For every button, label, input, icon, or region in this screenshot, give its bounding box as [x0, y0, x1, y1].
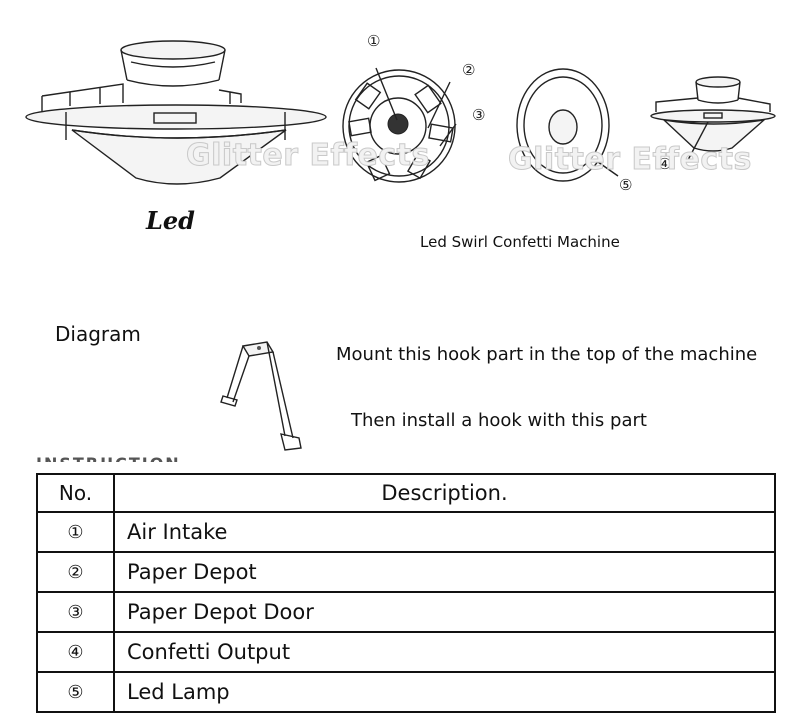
part-description: Air Intake	[113, 511, 776, 553]
table-row: ② Paper Depot	[36, 551, 776, 593]
instruction-heading-text: INSTRUCTION	[36, 454, 221, 462]
hook-part-drawing	[220, 341, 302, 451]
part-description: Confetti Output	[113, 631, 776, 673]
callout-4: ④	[658, 155, 671, 173]
part-description: Paper Depot Door	[113, 591, 776, 633]
led-label: Led	[146, 206, 195, 235]
part-number: ③	[36, 591, 115, 633]
part-description: Paper Depot	[113, 551, 776, 593]
watermark-text: Glitter Effects	[508, 142, 752, 177]
table-row: ⑤ Led Lamp	[36, 671, 776, 713]
instruction-heading-cropped: INSTRUCTION	[36, 446, 221, 462]
hook-instruction-1: Mount this hook part in the top of the m…	[336, 344, 758, 365]
product-image-strip: ① ② ③ ⑤ ④ Glitter Effects Glitter Effect…	[0, 0, 800, 270]
column-header-no: No.	[36, 473, 115, 513]
machine-top-view-drawing: ① ② ③	[342, 32, 485, 183]
callout-5: ⑤	[619, 176, 632, 194]
callout-2: ②	[462, 61, 475, 79]
part-description: Led Lamp	[113, 671, 776, 713]
machine-small-side-drawing: ④	[650, 76, 776, 173]
watermark-text: Glitter Effects	[186, 138, 430, 173]
part-number: ④	[36, 631, 115, 673]
column-header-description: Description.	[113, 473, 776, 513]
part-number: ①	[36, 511, 115, 553]
part-number: ②	[36, 551, 115, 593]
table-row: ① Air Intake	[36, 511, 776, 553]
table-row: ③ Paper Depot Door	[36, 591, 776, 633]
hook-instruction-2: Then install a hook with this part	[351, 410, 647, 431]
part-number: ⑤	[36, 671, 115, 713]
table-header-row: No. Description.	[36, 473, 776, 513]
machine-caption: Led Swirl Confetti Machine	[420, 233, 620, 251]
callout-3: ③	[472, 106, 485, 124]
machine-side-view-drawing	[25, 40, 327, 185]
diagram-heading: Diagram	[55, 322, 141, 346]
callout-1: ①	[367, 32, 380, 50]
parts-table: No. Description. ① Air Intake ② Paper De…	[36, 473, 776, 713]
watermark-layer: Glitter Effects Glitter Effects	[186, 138, 752, 178]
table-row: ④ Confetti Output	[36, 631, 776, 673]
machine-bottom-view-drawing: ⑤	[516, 68, 632, 194]
